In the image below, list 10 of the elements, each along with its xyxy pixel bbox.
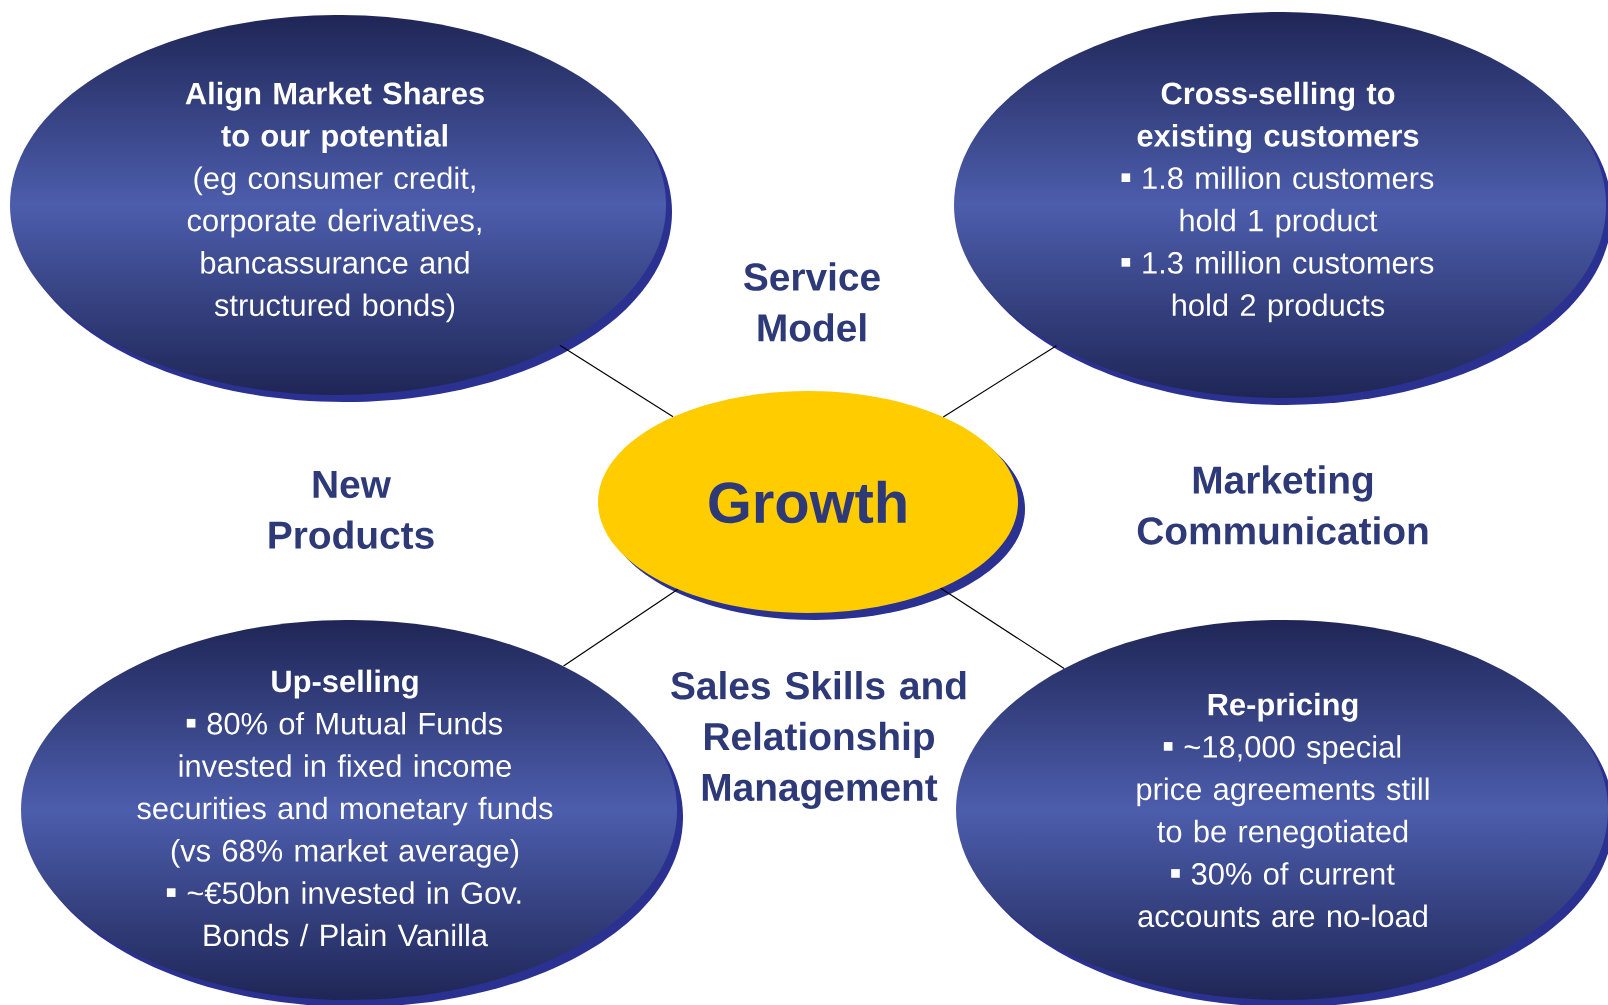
oval: Cross-selling to existing customers 1.8 million customers hold 1 product 1.3 million customers hold 2 products — [954, 12, 1608, 405]
connector-line — [559, 344, 674, 418]
connector-line — [942, 345, 1058, 418]
category-label: New Products — [269, 471, 434, 549]
connector-line — [940, 587, 1065, 670]
category-label: Service Model — [744, 262, 880, 342]
category-label: Marketing Communication — [1137, 465, 1428, 545]
central-oval: Growth — [598, 391, 1025, 620]
connector-line — [562, 588, 679, 667]
oval: Align Market Shares to our potential (eg consumer credit, corporate derivatives, bancassurance and structured bonds) — [10, 15, 672, 402]
